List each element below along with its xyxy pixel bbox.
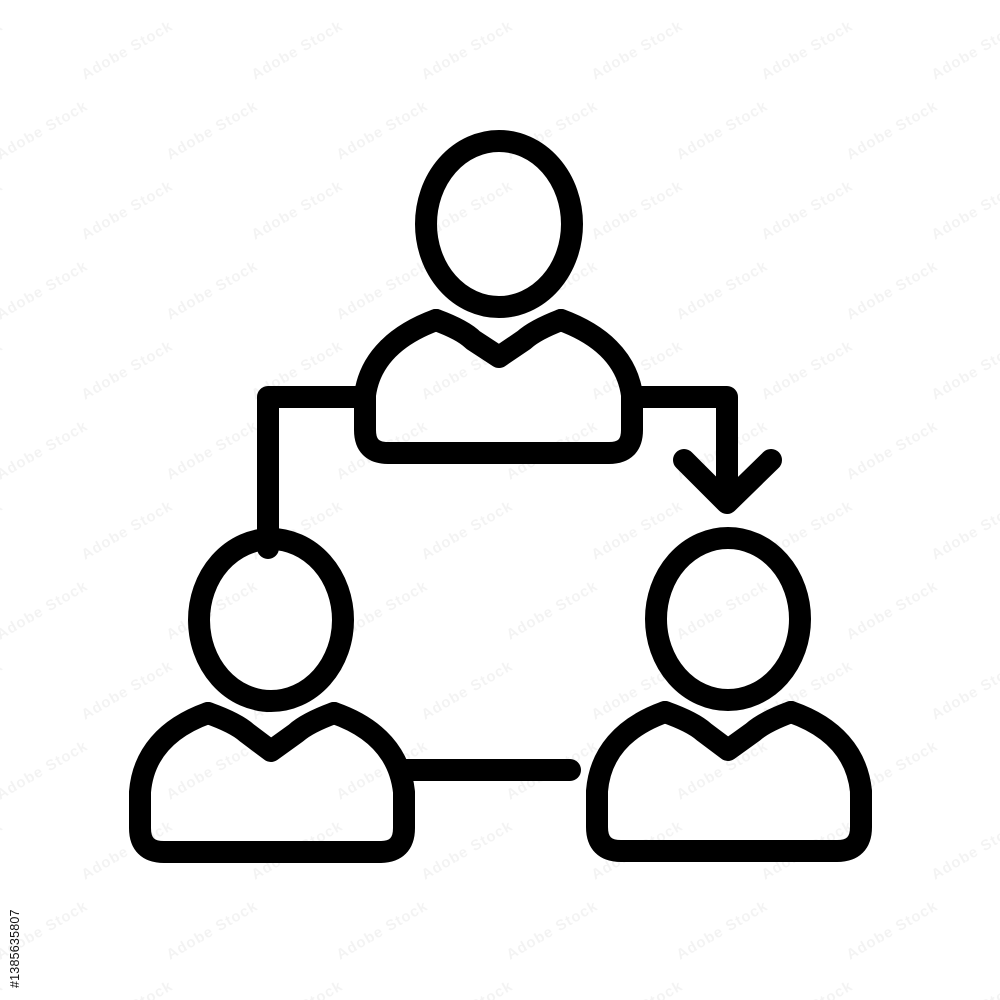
watermark-tile: Adobe Stock — [0, 97, 91, 163]
bottom-left-person — [129, 528, 415, 863]
watermark-tile: Adobe Stock — [844, 97, 941, 163]
watermark-tile: Adobe Stock — [844, 0, 941, 3]
watermark-tile: Adobe Stock — [589, 17, 686, 83]
watermark-tile: Adobe Stock — [844, 577, 941, 643]
watermark-tile: Adobe Stock — [844, 417, 941, 483]
watermark-tile: Adobe Stock — [844, 257, 941, 323]
person-body — [354, 309, 643, 464]
person-head — [645, 527, 811, 711]
watermark-tile: Adobe Stock — [589, 177, 686, 243]
bottom-right-person — [586, 527, 872, 862]
watermark-tile: Adobe Stock — [79, 497, 176, 563]
watermark-tile: Adobe Stock — [929, 497, 1000, 563]
watermark-tile: Adobe Stock — [334, 97, 431, 163]
watermark-tile: Adobe Stock — [249, 977, 346, 1000]
watermark-tile: Adobe Stock — [334, 0, 431, 3]
watermark-tile: Adobe Stock — [674, 0, 771, 3]
watermark-tile: Adobe Stock — [0, 577, 91, 643]
stock-id-label: #1385635807 — [8, 909, 22, 988]
top-to-left-connector — [257, 386, 371, 559]
watermark-tile: Adobe Stock — [334, 897, 431, 963]
watermark-tile: Adobe Stock — [164, 737, 261, 803]
watermark-tile: Adobe Stock — [164, 897, 261, 963]
watermark-tile: Adobe Stock — [164, 417, 261, 483]
arrow-head-icon — [673, 449, 782, 514]
watermark-tile: Adobe Stock — [674, 257, 771, 323]
watermark-tile: Adobe Stock — [0, 17, 6, 83]
watermark-tile: Adobe Stock — [249, 17, 346, 83]
watermark-tile: Adobe Stock — [929, 817, 1000, 883]
watermark-tile: Adobe Stock — [759, 17, 856, 83]
watermark-tile: Adobe Stock — [0, 0, 91, 3]
watermark-tile: Adobe Stock — [419, 17, 516, 83]
watermark-tile: Adobe Stock — [929, 977, 1000, 1000]
watermark-tile: Adobe Stock — [79, 177, 176, 243]
watermark-tile: Adobe Stock — [674, 897, 771, 963]
watermark-tile: Adobe Stock — [504, 577, 601, 643]
watermark-tile: Adobe Stock — [929, 337, 1000, 403]
watermark-tile: Adobe Stock — [589, 977, 686, 1000]
watermark-tile: Adobe Stock — [419, 497, 516, 563]
watermark-tile: Adobe Stock — [929, 657, 1000, 723]
watermark-tile: Adobe Stock — [0, 177, 6, 243]
watermark-tile: Adobe Stock — [759, 337, 856, 403]
person-head — [415, 130, 583, 318]
watermark-tile: Adobe Stock — [0, 497, 6, 563]
person-collar — [197, 702, 345, 762]
watermark-tile: Adobe Stock — [504, 0, 601, 3]
top-person — [354, 130, 643, 464]
watermark-tile: Adobe Stock — [164, 0, 261, 3]
watermark-tile: Adobe Stock — [929, 177, 1000, 243]
person-collar — [425, 309, 572, 368]
watermark-tile: Adobe Stock — [79, 337, 176, 403]
watermark-tile: Adobe Stock — [844, 897, 941, 963]
watermark-tile: Adobe Stock — [674, 577, 771, 643]
watermark-tile: Adobe Stock — [249, 177, 346, 243]
watermark-tile: Adobe Stock — [334, 257, 431, 323]
watermark-tile: Adobe Stock — [759, 177, 856, 243]
person-collar — [654, 701, 802, 761]
watermark-tile: Adobe Stock — [0, 417, 91, 483]
person-body — [586, 701, 872, 862]
top-to-right-arrow-connector — [625, 386, 738, 511]
person-head — [188, 528, 354, 712]
watermark-tile: Adobe Stock — [79, 17, 176, 83]
watermark-tile: Adobe Stock — [759, 977, 856, 1000]
watermark-tile: Adobe Stock — [0, 737, 91, 803]
watermark-tile: Adobe Stock — [164, 257, 261, 323]
watermark-tile: Adobe Stock — [0, 657, 6, 723]
watermark-tile: Adobe Stock — [164, 97, 261, 163]
watermark-tile: Adobe Stock — [0, 977, 6, 1000]
watermark-tile: Adobe Stock — [79, 977, 176, 1000]
watermark-tile: Adobe Stock — [929, 17, 1000, 83]
watermark-tile: Adobe Stock — [419, 977, 516, 1000]
watermark-tile: Adobe Stock — [0, 817, 6, 883]
watermark-tile: Adobe Stock — [79, 657, 176, 723]
watermark-tile: Adobe Stock — [674, 97, 771, 163]
watermark-tile: Adobe Stock — [419, 817, 516, 883]
watermark-tile: Adobe Stock — [419, 657, 516, 723]
watermark-tile: Adobe Stock — [504, 897, 601, 963]
watermark-tile: Adobe Stock — [0, 257, 91, 323]
person-body — [129, 702, 415, 863]
watermark-tile: Adobe Stock — [0, 337, 6, 403]
